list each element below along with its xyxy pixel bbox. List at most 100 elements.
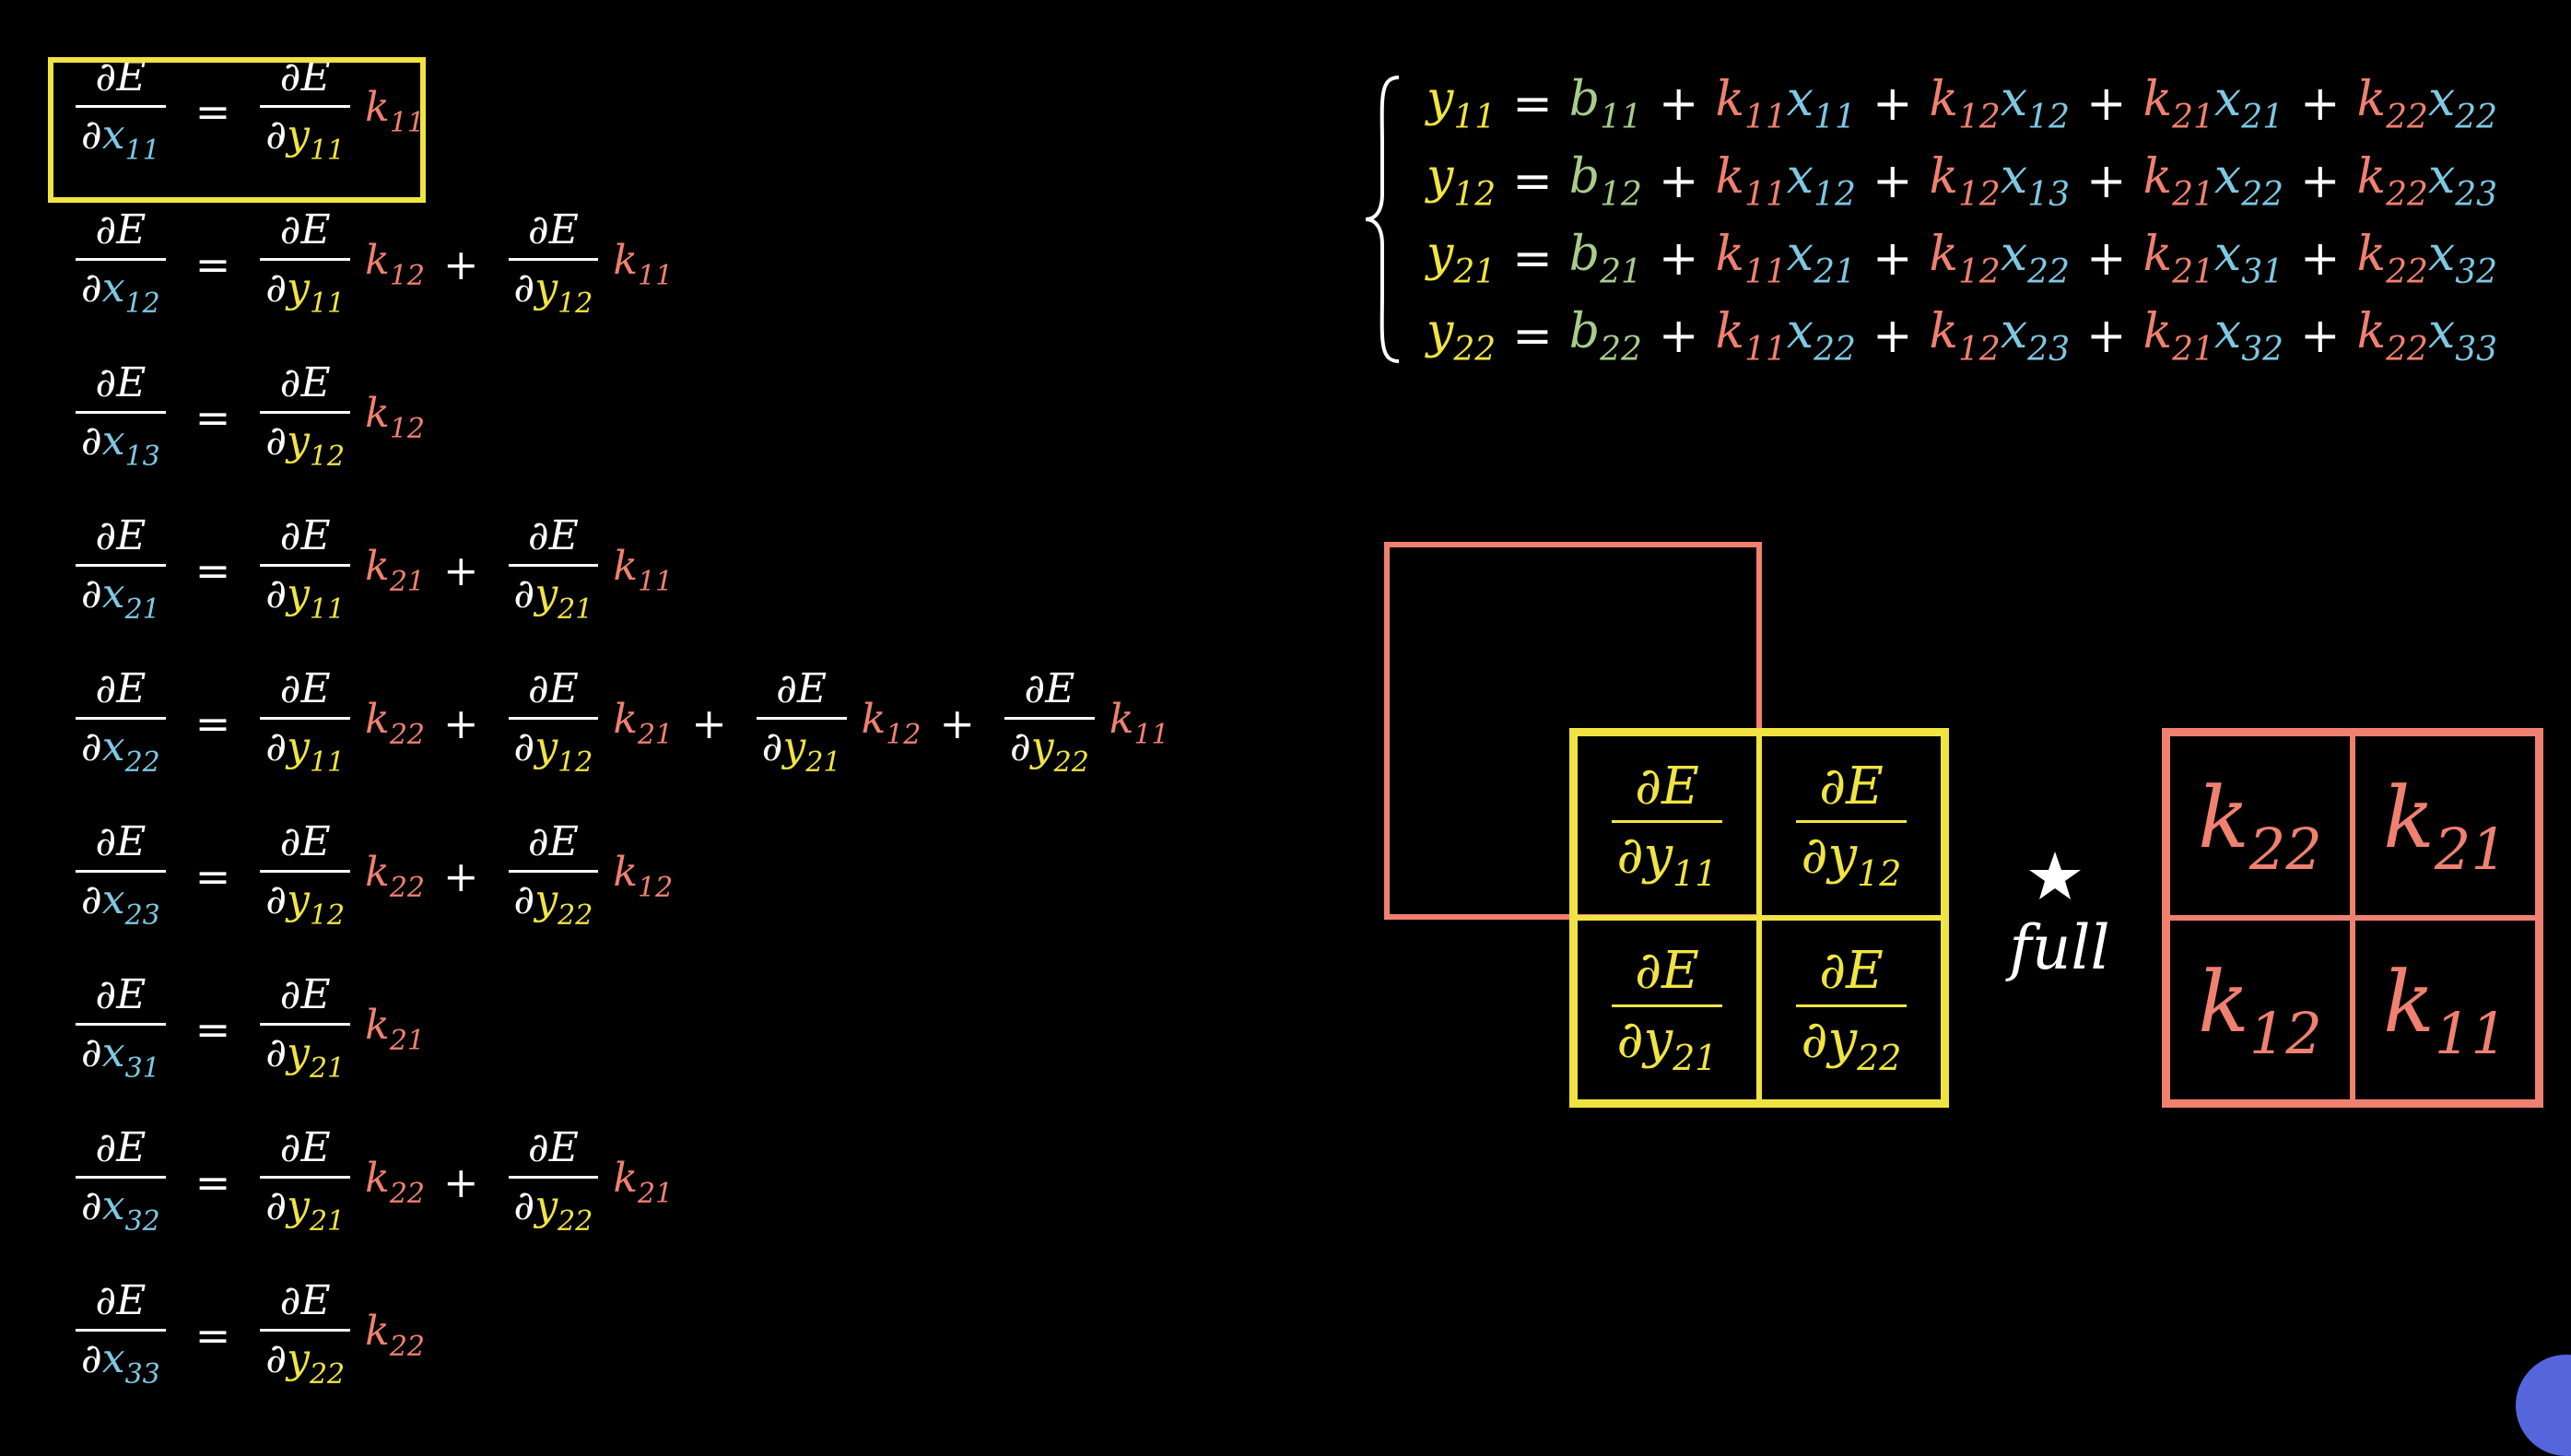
numerator: ∂E [1629,760,1705,820]
plus-sign: + [1872,154,1913,209]
variable-letter: x [101,112,125,159]
fraction: ∂E∂y11 [1611,760,1723,891]
variable: y12 [534,264,593,318]
error-symbol: E [300,512,331,559]
variable-letter: k [2142,227,2173,282]
variable-letter: y [287,417,310,464]
denominator: ∂y12 [260,870,351,930]
error-symbol: E [300,1124,331,1171]
kernel-weight: k12 [365,237,425,292]
variable-subscript: 31 [124,1052,160,1085]
partial-symbol: ∂ [95,359,117,406]
kernel-weight: k11 [1109,696,1169,751]
variable-letter: k [1715,227,1744,282]
gradient-cell: ∂E∂y21 [1575,918,1759,1102]
variable-subscript: 21 [389,1024,425,1057]
variable-subscript: 11 [1453,99,1497,136]
variable: y22 [1827,1010,1901,1075]
denominator: ∂x12 [76,258,166,318]
fraction: ∂E∂y22 [1795,945,1908,1075]
variable-letter: k [2198,769,2249,867]
error-symbol: E [300,53,331,100]
variable: y12 [534,723,593,777]
variable-letter: b [1568,227,1601,282]
variable-letter: k [2383,953,2435,1051]
variable-subscript: 11 [309,135,346,167]
partial-symbol: ∂ [1635,940,1662,1001]
partial-symbol: ∂ [81,570,102,617]
variable-letter: y [534,570,558,617]
variable-subscript: 21 [638,718,674,751]
fraction: ∂E∂y21 [260,1128,351,1236]
partial-symbol: ∂ [81,1182,102,1229]
fraction: ∂E∂x13 [76,363,166,471]
variable: x33 [102,1335,160,1389]
variable-letter: x [2427,149,2456,205]
error-symbol: E [116,206,147,253]
variable: x31 [102,1029,160,1083]
partial-symbol: ∂ [265,1182,288,1229]
partial-symbol: ∂ [279,665,301,712]
variable-letter: k [365,1154,390,1202]
kernel-weight: k12 [862,696,922,751]
variable-subscript: 21 [805,746,841,779]
partial-symbol: ∂ [265,1029,288,1076]
denominator: ∂x33 [76,1329,166,1389]
plus-sign: + [2085,154,2127,209]
partial-symbol: ∂ [761,723,783,770]
variable-letter: k [613,1154,639,1202]
partial-symbol: ∂ [265,876,288,923]
plus-sign: + [1658,154,1699,209]
logo-icon [2516,1355,2571,1456]
variable-subscript: 22 [1453,331,1497,369]
kernel-weight: k21 [365,1002,425,1057]
variable: y11 [1643,826,1717,891]
variable-letter: k [2356,227,2387,282]
variable-subscript: 11 [1743,331,1787,369]
denominator: ∂x11 [76,105,166,165]
numerator: ∂E [275,57,336,105]
denominator: ∂y12 [260,411,351,471]
error-symbol: E [116,359,147,406]
star-icon [2029,851,2081,899]
variable-letter: k [2356,149,2387,205]
gradient-cell: ∂E∂y12 [1759,734,1943,918]
variable-subscript: 32 [124,1205,160,1238]
variable-letter: y [287,723,310,770]
variable-subscript: 32 [2241,331,2284,369]
error-symbol: E [116,1124,147,1171]
variable-subscript: 21 [2434,816,2507,883]
variable: y21 [1643,1010,1717,1075]
denominator: ∂y11 [260,564,351,626]
numerator: ∂E [275,975,336,1023]
variable-subscript: 21 [2172,99,2214,136]
partial-symbol: ∂ [81,112,102,159]
variable-subscript: 11 [309,593,346,626]
variable: x11 [101,112,160,165]
denominator: ∂x13 [76,411,166,471]
variable: x23 [2428,149,2497,214]
partial-symbol: ∂ [279,206,301,253]
kernel-weight: k21 [365,543,425,598]
variable: y11 [287,723,345,777]
numerator: ∂E [275,1281,336,1329]
equals-sign: = [194,545,231,595]
partial-symbol: ∂ [95,53,117,100]
variable-letter: x [2213,227,2242,282]
variable-subscript: 12 [1600,176,1642,214]
variable-letter: y [1426,227,1454,282]
kernel-weight: k11 [613,237,673,292]
error-symbol: E [300,971,331,1018]
kernel-weight: k21 [613,1155,673,1210]
variable: k22 [2357,227,2428,291]
plus-sign: + [1872,309,1913,364]
fraction: ∂E∂x12 [76,210,166,318]
variable-letter: k [365,1307,390,1355]
kernel-cell: k11 [2353,918,2538,1102]
variable-subscript: 12 [558,746,593,779]
variable: k21 [2143,149,2214,214]
kernel-cell: k12 [2167,918,2353,1102]
